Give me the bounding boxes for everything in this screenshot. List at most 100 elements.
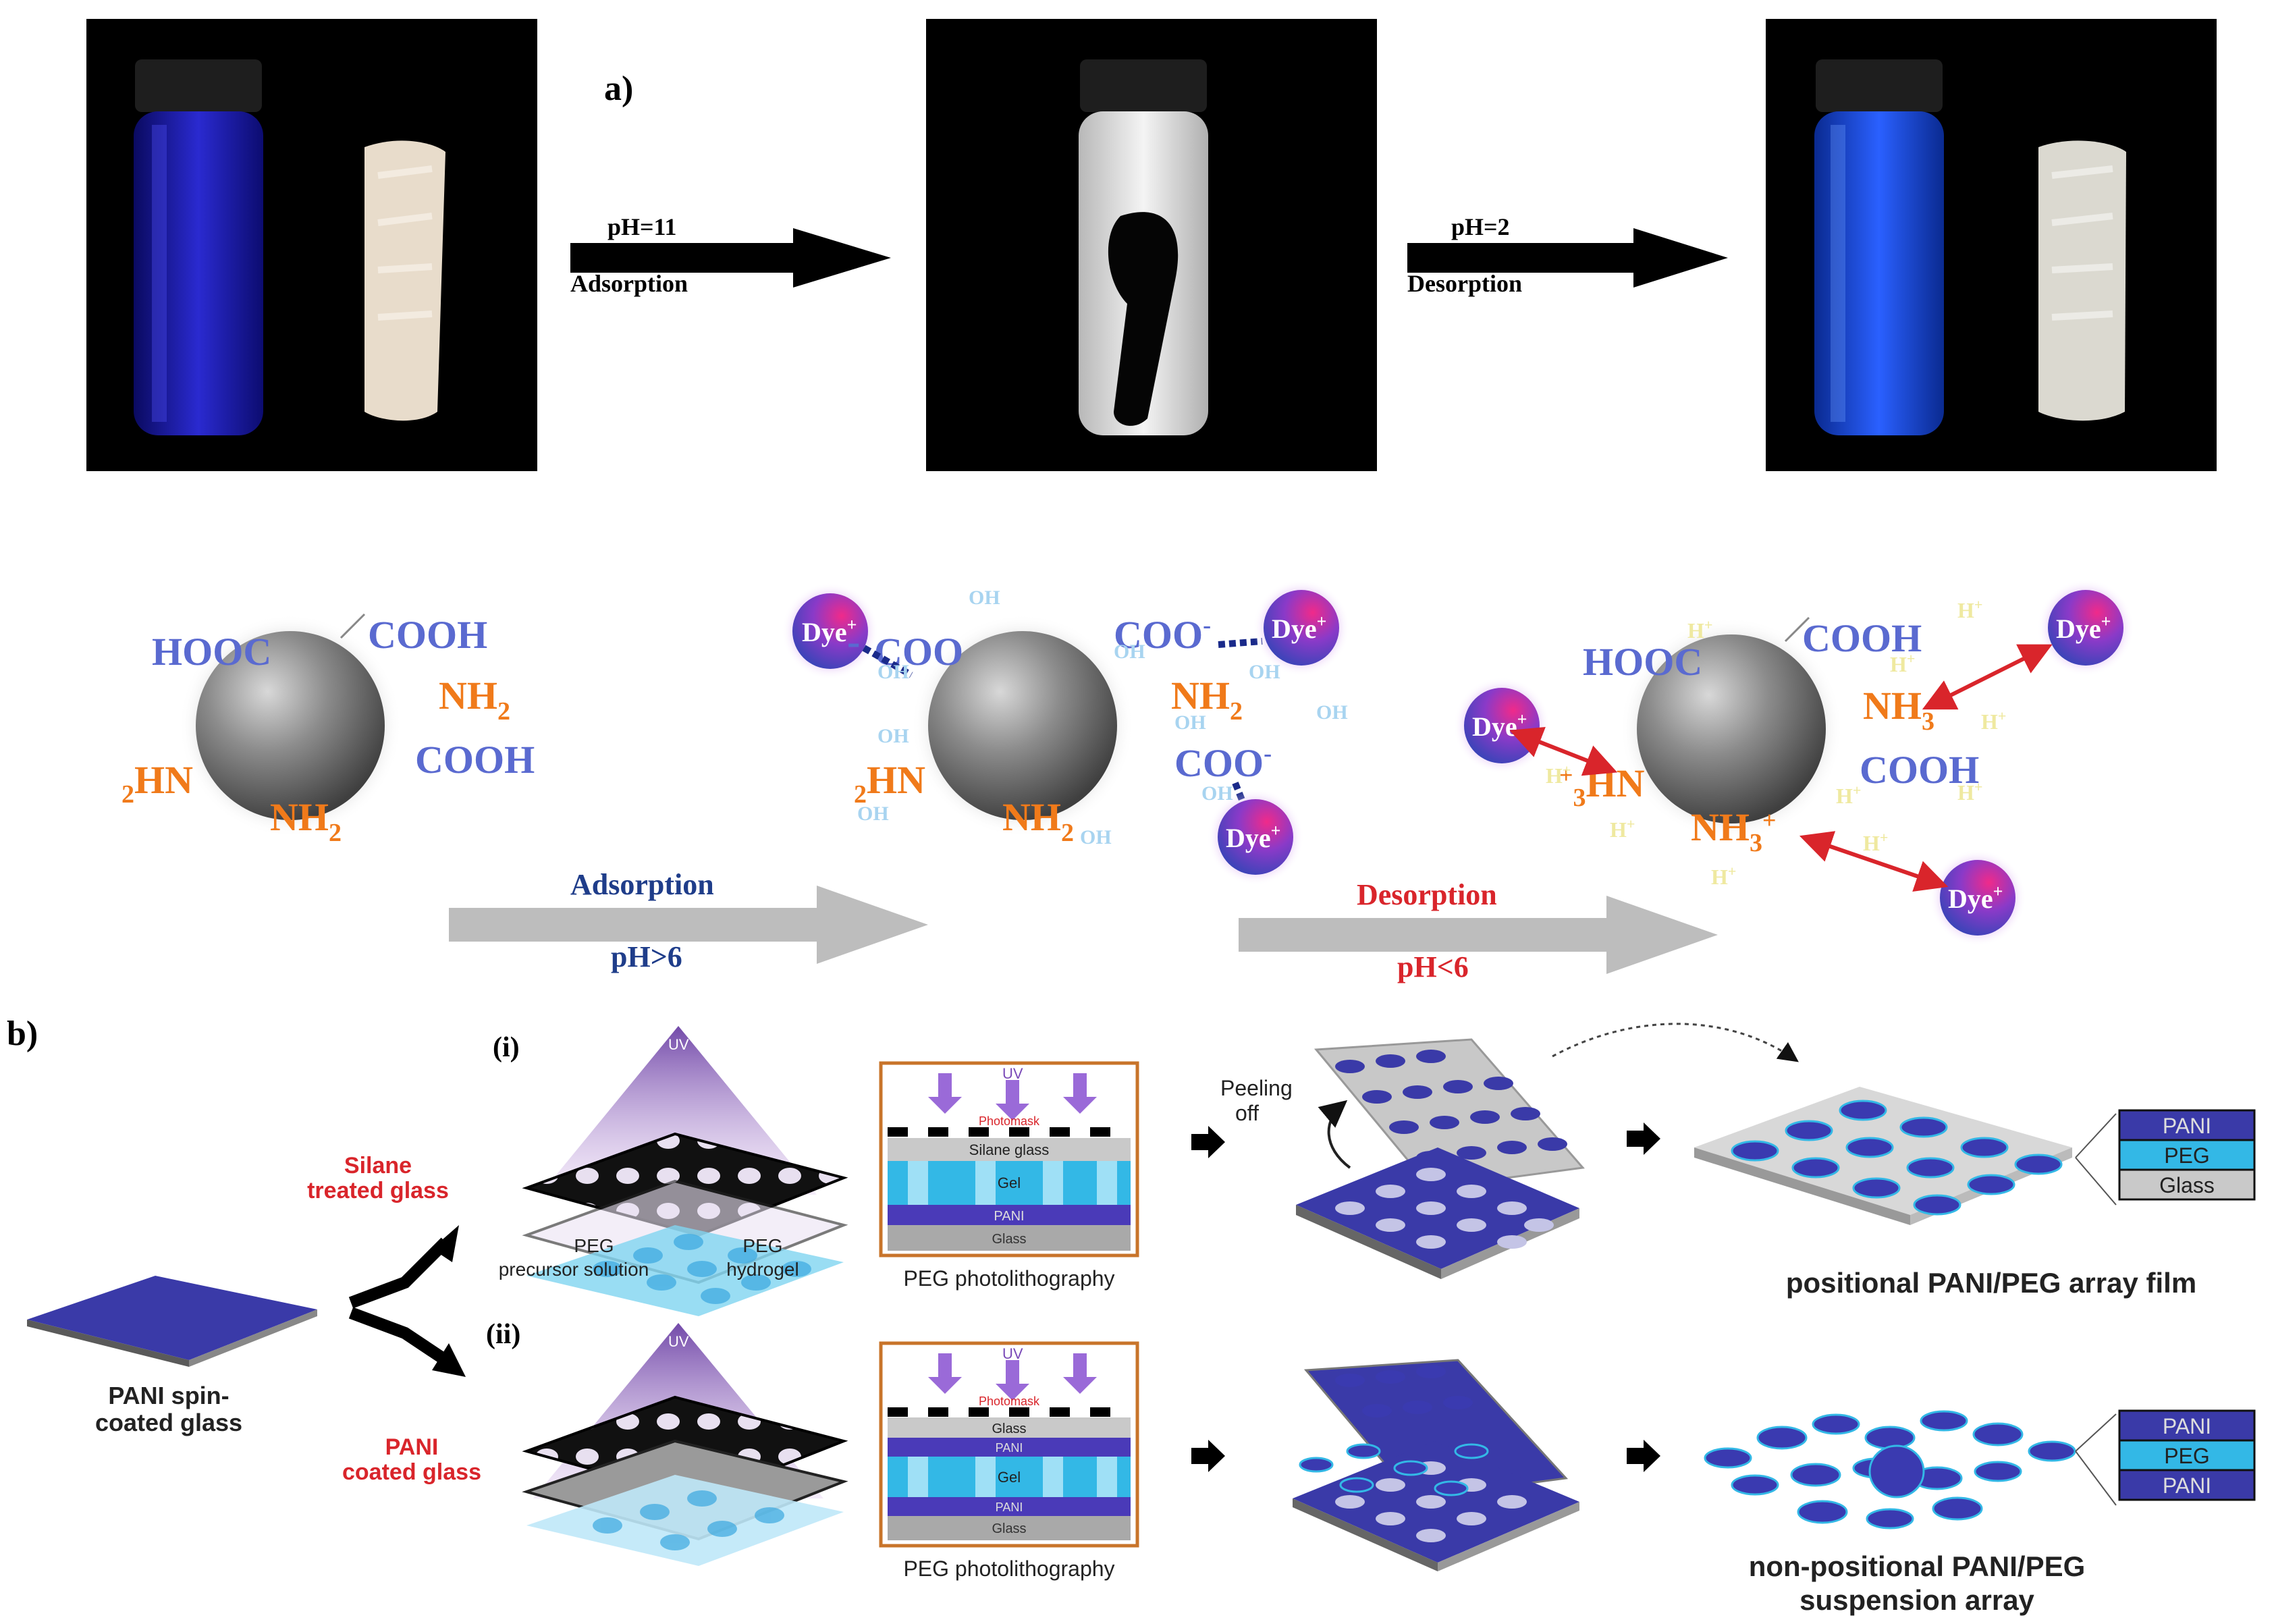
silane-label: Silane	[344, 1153, 412, 1179]
vial-icon	[1814, 59, 1944, 435]
pani-spin-label: PANI spin-	[108, 1382, 229, 1409]
dye-molecule: Dye+	[1453, 677, 1550, 774]
route-i-label: (i)	[493, 1032, 520, 1063]
stack-layer-label: Glass	[992, 1232, 1026, 1247]
particle-neutral: HOOC COOH NH2 COOH 2HN NH2	[121, 613, 535, 847]
desorption-condition: pH<6	[1397, 950, 1469, 983]
legend-layer-label: Glass	[2159, 1173, 2215, 1197]
uv-label: UV	[668, 1036, 689, 1053]
step-arrows	[1191, 1122, 1660, 1472]
particle-desorbed: HOOC COOH NH3+ COOH +3HN NH3+ Dye+ Dye+ …	[1453, 579, 2134, 946]
arrow-adsorption-mechanism: Adsorption pH>6	[449, 868, 928, 973]
peg-precursor-label: PEG	[574, 1235, 614, 1256]
photolithography-label: PEG photolithography	[903, 1266, 1114, 1291]
branch-arrow-i	[348, 1237, 450, 1309]
proton-ions: H+ H+ H+ H+ H+ H+ H+ H+ H+ H+	[1546, 596, 2006, 889]
svg-text:OH: OH	[1080, 826, 1112, 848]
peg-precursor-label: precursor solution	[499, 1259, 649, 1280]
photolithography-label: PEG photolithography	[903, 1557, 1114, 1581]
svg-text:OH: OH	[1201, 782, 1233, 805]
legend-i: PANI PEG Glass	[2118, 1109, 2256, 1201]
adsorption-label: Adsorption	[570, 868, 714, 901]
proton-label: H+	[1610, 815, 1635, 842]
hooc-label: HOOC	[152, 630, 271, 674]
arrow-desorption: pH=2 Desorption	[1407, 213, 1728, 297]
hn3-label: +3HN	[1559, 761, 1645, 812]
svg-text:OH: OH	[1249, 661, 1280, 683]
stack-layer-label: Glass	[992, 1521, 1026, 1536]
pani-coated-label: PANI	[385, 1434, 439, 1460]
peeling-label: Peeling	[1220, 1076, 1293, 1100]
route-ii-assembly: UV PANI coated glass	[342, 1323, 848, 1566]
vial-icon	[1079, 59, 1208, 435]
nh3-label: NH3+	[1863, 684, 1949, 736]
hydroxide-ions: OH OH OH OH OH OH OH OH OH OH	[857, 587, 1348, 848]
silane-label: treated glass	[307, 1178, 449, 1203]
stack-layer-label: Gel	[998, 1469, 1021, 1486]
photo-adsorbed	[926, 19, 1377, 471]
dye-label: Dye+	[2056, 612, 2111, 644]
svg-text:OH: OH	[877, 661, 909, 683]
peg-hydrogel-label: PEG	[742, 1235, 782, 1256]
hooc-label: HOOC	[1583, 640, 1702, 684]
photolithography-stack-i: UV Photomask Silane glass Gel PANI Glass…	[879, 1061, 1139, 1291]
legend-ii: PANI PEG PANI	[2118, 1409, 2256, 1501]
dye-molecule: Dye+	[782, 583, 879, 680]
branch-arrow-ii	[348, 1307, 449, 1365]
dye-label: Dye+	[1948, 882, 2003, 914]
photomask-label: Photomask	[979, 1395, 1040, 1408]
dye-label: Dye+	[1272, 612, 1326, 644]
dye-molecule: Dye+	[1207, 788, 1304, 886]
stack-layer-label: PANI	[994, 1209, 1024, 1224]
vial-icon	[134, 59, 263, 435]
svg-text:OH: OH	[1114, 641, 1145, 663]
proton-label: H+	[1711, 863, 1736, 889]
svg-text:OH: OH	[857, 803, 889, 825]
photomask-label: Photomask	[979, 1114, 1040, 1128]
route-i-assembly: UV Silane treated glass PEG precursor so…	[307, 1026, 848, 1316]
proton-label: H+	[1863, 829, 1888, 855]
cooh-label: COOH	[1860, 748, 1979, 792]
stack-layer-label: Glass	[992, 1422, 1026, 1436]
arrow-process: Adsorption	[570, 270, 688, 297]
desorption-label: Desorption	[1357, 878, 1497, 911]
coo-label: COO	[874, 630, 963, 674]
arrow-condition: pH=2	[1451, 213, 1510, 240]
proton-label: H+	[1890, 650, 1915, 676]
stack-layer-label: Gel	[998, 1174, 1021, 1191]
nh2-label: NH2	[1171, 674, 1243, 726]
hn-label: 2HN	[121, 758, 193, 809]
peeling-step-ii	[1293, 1359, 1579, 1571]
dye-label: Dye+	[1226, 821, 1280, 853]
coo-label: -	[847, 620, 860, 664]
svg-text:OH: OH	[969, 587, 1000, 609]
uv-label: UV	[1002, 1345, 1023, 1362]
panel-a-label: a)	[604, 70, 633, 108]
peg-hydrogel-label: hydrogel	[726, 1259, 798, 1280]
dye-molecule: Dye+	[1929, 849, 2026, 946]
proton-label: H+	[1836, 782, 1861, 808]
route-ii-label: (ii)	[486, 1319, 520, 1350]
legend-layer-label: PEG	[2164, 1143, 2210, 1168]
proton-label: H+	[1687, 616, 1712, 643]
nh2-label: NH2	[1002, 795, 1074, 847]
photo-after	[1766, 19, 2217, 471]
svg-text:OH: OH	[877, 725, 909, 747]
peeling-step-i: Peeling off	[1220, 1023, 1799, 1279]
legend-layer-label: PANI	[2163, 1414, 2211, 1438]
panel-b-label: b)	[7, 1014, 38, 1053]
arrow-adsorption: pH=11 Adsorption	[570, 213, 891, 297]
hn-label: 2HN	[854, 758, 925, 809]
legend-layer-label: PANI	[2163, 1114, 2211, 1138]
coo-label: COO-	[1174, 740, 1272, 785]
cooh-label: COOH	[368, 613, 487, 657]
pani-spin-label: coated glass	[95, 1409, 242, 1436]
proton-label: H+	[1957, 778, 1982, 805]
result-i-caption: positional PANI/PEG array film	[1786, 1267, 2196, 1299]
arrow-condition: pH=11	[607, 213, 677, 240]
cooh-label: COOH	[1802, 616, 1922, 660]
dye-molecule: Dye+	[2037, 579, 2134, 676]
nh3-label: NH3+	[1691, 805, 1777, 857]
pani-coated-label: coated glass	[342, 1459, 481, 1485]
